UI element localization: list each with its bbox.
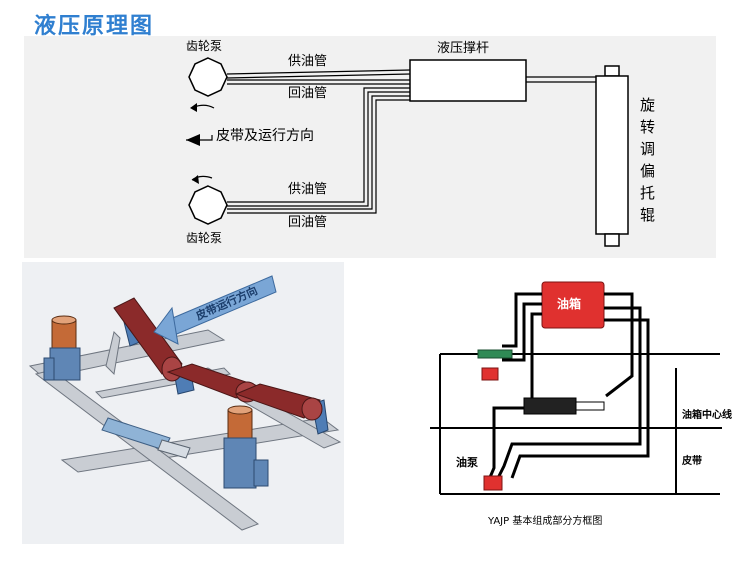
pipes-top xyxy=(226,69,411,85)
block-cylinder xyxy=(523,397,605,415)
oil-pump xyxy=(483,475,503,491)
roller-label-char-1: 旋 xyxy=(640,96,655,114)
roller-assembly-render: 皮带运行方向 xyxy=(22,262,344,544)
gear-pump-top xyxy=(188,57,228,97)
oil-pump-label: 油泵 xyxy=(456,455,478,469)
pipes-bottom xyxy=(227,87,410,214)
centerline-label: 油箱中心线 xyxy=(682,408,732,421)
control-valve xyxy=(481,367,499,381)
hydraulic-hoses xyxy=(486,292,650,483)
render-direction-arrow xyxy=(153,275,277,345)
belt-direction-arrowhead xyxy=(186,134,200,146)
rotation-arrowhead-top xyxy=(190,103,197,112)
oil-tank-label: 油箱 xyxy=(557,296,581,311)
render-hydraulic-cylinder xyxy=(101,417,191,459)
frame-lines xyxy=(430,353,722,495)
belt-label: 皮带 xyxy=(681,454,702,467)
roller-label-char-3: 调 xyxy=(640,140,655,158)
valve-mount xyxy=(477,349,513,359)
yajp-block-diagram: 油箱 油泵 油箱中心线 皮带 YAJP 基本组成部分方框图 xyxy=(430,281,732,527)
roller-label-char-6: 辊 xyxy=(640,206,655,224)
roller-label-char-5: 托 xyxy=(640,184,655,202)
supply-pipe-bottom-label: 供油管 xyxy=(288,182,327,197)
cylinder-label: 液压撑杆 xyxy=(437,41,489,56)
pump-top-label: 齿轮泵 xyxy=(186,39,222,53)
page-title: 液压原理图 xyxy=(34,14,155,39)
piston-rod xyxy=(526,76,596,83)
deviation-roller xyxy=(595,65,629,247)
conveyor-rollers xyxy=(113,297,323,421)
return-pipe-top-label: 回油管 xyxy=(288,86,327,101)
return-pipe-bottom-label: 回油管 xyxy=(288,215,327,230)
supply-pipe-top-label: 供油管 xyxy=(288,54,327,69)
left-actuator xyxy=(43,315,81,381)
right-actuator xyxy=(223,405,269,489)
belt-direction-label: 皮带及运行方向 xyxy=(216,128,314,144)
rotation-arrowhead-bottom xyxy=(192,175,199,184)
hydraulic-schematic: 齿轮泵 供油管 回油管 液压撑杆 旋 转 调 偏 托 辊 皮带及运行方向 齿轮泵 xyxy=(24,36,716,258)
gear-pump-bottom xyxy=(188,185,228,225)
hydraulic-cylinder xyxy=(409,59,527,102)
pump-bottom-label: 齿轮泵 xyxy=(186,231,222,245)
block-diagram-caption: YAJP 基本组成部分方框图 xyxy=(487,514,602,527)
roller-label-char-2: 转 xyxy=(640,118,655,136)
roller-label-char-4: 偏 xyxy=(640,162,655,180)
